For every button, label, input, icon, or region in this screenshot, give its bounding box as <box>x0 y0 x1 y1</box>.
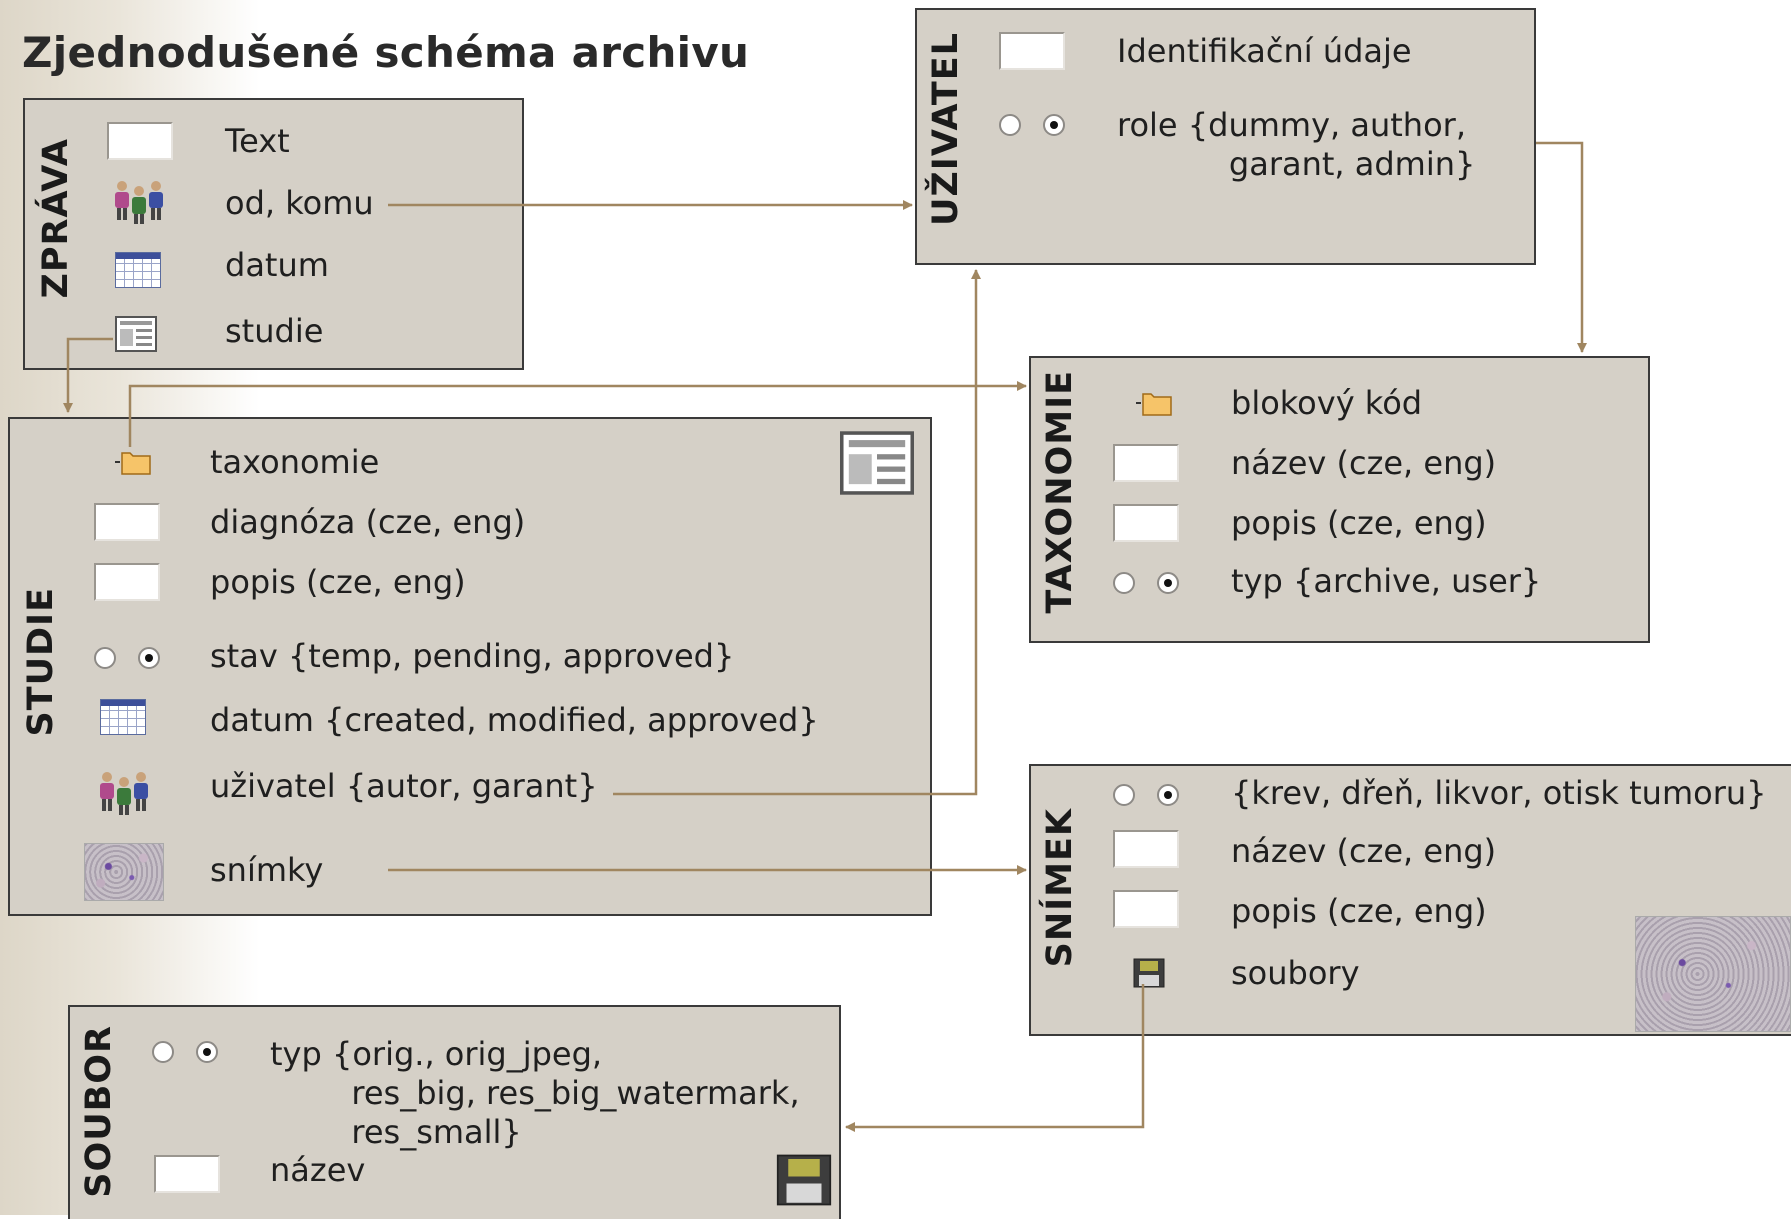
field-label-stav: stav {temp, pending, approved} <box>210 637 735 675</box>
entity-title-taxonomie: TAXONOMIE <box>1040 370 1080 614</box>
floppy-icon <box>776 1154 832 1206</box>
entity-title-zprava: ZPRÁVA <box>36 138 76 299</box>
field-label-taxonomie: taxonomie <box>210 443 380 481</box>
entity-title-snimek: SNÍMEK <box>1040 808 1080 968</box>
microscope-image-icon <box>84 843 164 901</box>
calendar-icon <box>115 252 161 288</box>
folder-icon <box>1136 393 1172 416</box>
field-label-role: role {dummy, author, garant, admin} <box>1117 106 1476 183</box>
text-field-icon <box>94 563 160 601</box>
field-label-nazev: název (cze, eng) <box>1231 832 1497 870</box>
entity-snimek: SNÍMEK {krev, dřeň, likvor, otisk tumoru… <box>1029 764 1791 1036</box>
field-label-text: Text <box>225 122 290 160</box>
field-label-soubory: soubory <box>1231 954 1360 992</box>
entity-zprava: ZPRÁVA Text od, komu datum studie <box>23 98 524 370</box>
entity-title-studie: STUDIE <box>21 587 61 737</box>
connector-uzivatel-taxonomie <box>1536 141 1587 353</box>
entity-studie: STUDIE taxonomie diagnóza (cze, eng) pop… <box>8 417 932 916</box>
field-label-diagnoza: diagnóza (cze, eng) <box>210 503 526 541</box>
radio-icon <box>999 112 1079 140</box>
text-field-icon <box>107 122 173 160</box>
text-field-icon <box>1113 504 1179 542</box>
field-label-datum: datum {created, modified, approved} <box>210 701 819 739</box>
radio-icon <box>1113 782 1193 810</box>
text-field-icon <box>999 32 1065 70</box>
entity-uzivatel: UŽIVATEL Identifikační údaje role {dummy… <box>915 8 1536 265</box>
calendar-icon <box>100 699 146 735</box>
field-label-typ: typ {orig., orig_jpeg, res_big, res_big_… <box>270 1035 800 1151</box>
text-field-icon <box>1113 890 1179 928</box>
field-label-datum: datum <box>225 246 329 284</box>
microscope-image-icon <box>1635 916 1791 1032</box>
entity-title-uzivatel: UŽIVATEL <box>926 32 966 226</box>
field-label-identifikacni-udaje: Identifikační údaje <box>1117 32 1412 70</box>
field-label-typ: typ {archive, user} <box>1231 562 1542 600</box>
field-label-popis: popis (cze, eng) <box>210 563 466 601</box>
entity-taxonomie: TAXONOMIE blokový kód název (cze, eng) p… <box>1029 356 1650 643</box>
document-icon <box>840 431 914 495</box>
field-label-typ-vzorku: {krev, dřeň, likvor, otisk tumoru} <box>1231 774 1767 812</box>
text-field-icon <box>1113 830 1179 868</box>
text-field-icon <box>154 1155 220 1193</box>
field-label-snimky: snímky <box>210 851 324 889</box>
field-label-popis: popis (cze, eng) <box>1231 504 1487 542</box>
page-title: Zjednodušené schéma archivu <box>22 28 750 77</box>
folder-icon <box>115 452 151 475</box>
people-icon <box>115 181 163 224</box>
radio-icon <box>152 1039 232 1067</box>
field-label-uzivatel: uživatel {autor, garant} <box>210 767 598 805</box>
entity-soubor: SOUBOR typ {orig., orig_jpeg, res_big, r… <box>68 1005 841 1219</box>
field-label-blokovy-kod: blokový kód <box>1231 384 1423 422</box>
entity-title-soubor: SOUBOR <box>79 1025 119 1198</box>
field-label-nazev: název <box>270 1151 366 1189</box>
field-label-nazev: název (cze, eng) <box>1231 444 1497 482</box>
document-icon <box>115 316 157 352</box>
people-icon <box>100 772 148 815</box>
floppy-icon <box>1133 958 1165 988</box>
field-label-studie: studie <box>225 312 324 350</box>
field-label-od-komu: od, komu <box>225 184 374 222</box>
field-label-popis: popis (cze, eng) <box>1231 892 1487 930</box>
radio-icon <box>1113 570 1193 598</box>
text-field-icon <box>1113 444 1179 482</box>
radio-icon <box>94 645 174 673</box>
text-field-icon <box>94 503 160 541</box>
